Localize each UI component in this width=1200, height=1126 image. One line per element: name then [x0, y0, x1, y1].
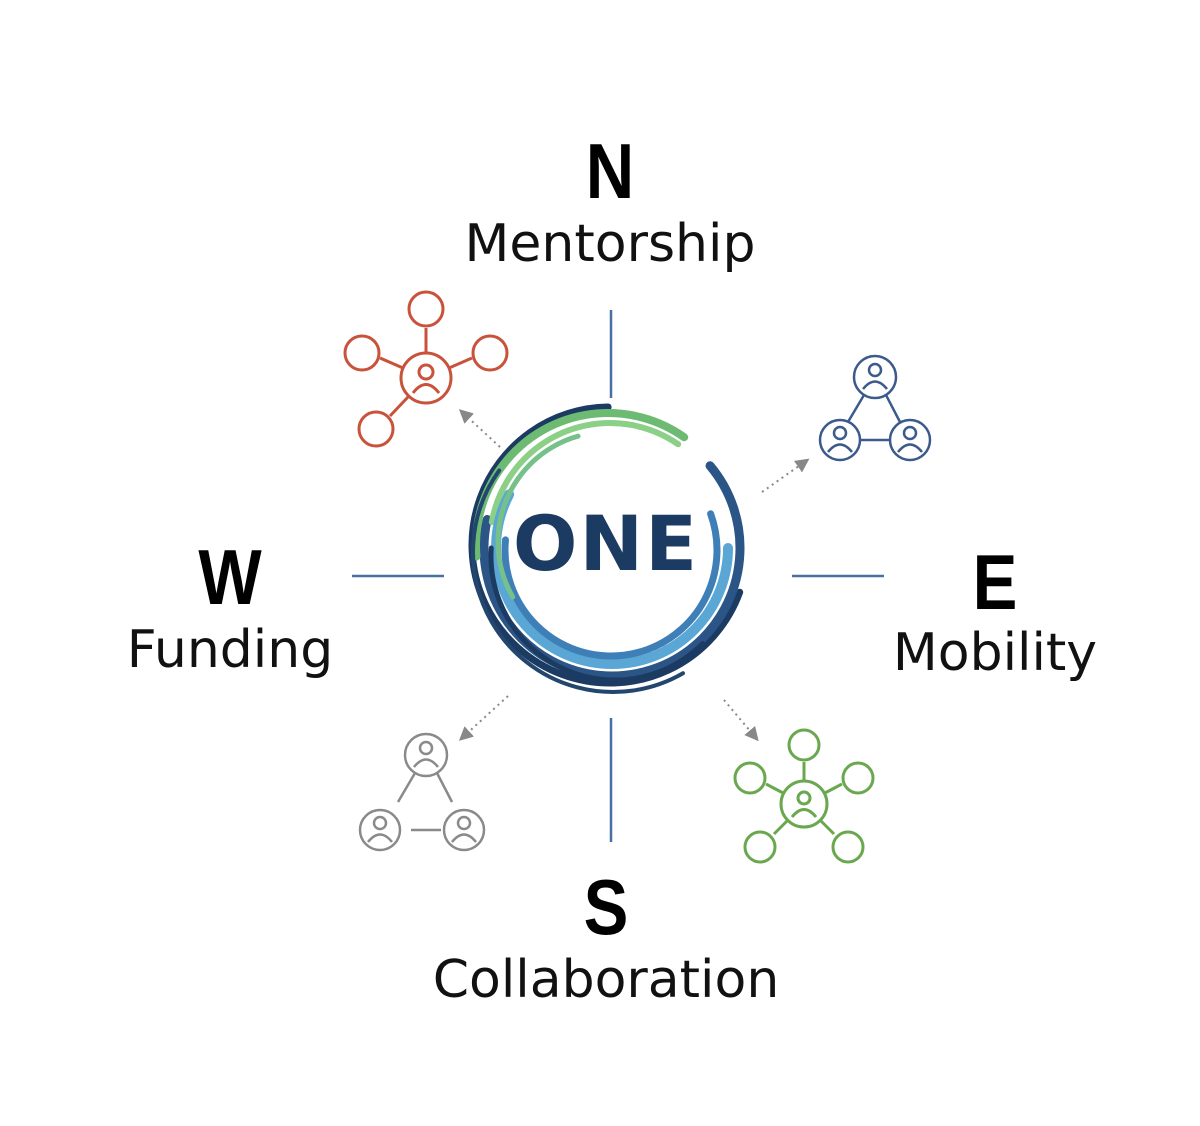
- north-label: Mentorship: [464, 214, 756, 274]
- arrow-south-west: [458, 695, 509, 741]
- west-label-group: W Funding: [70, 538, 390, 676]
- south-label: Collaboration: [432, 950, 780, 1010]
- south-label-group: S Collaboration: [356, 868, 856, 1006]
- team-triangle-icon: [358, 732, 486, 852]
- east-label: Mobility: [892, 623, 1098, 683]
- axis-lines: [352, 310, 884, 842]
- south-letter: S: [583, 863, 629, 951]
- logo-text: ONE: [513, 499, 699, 588]
- west-letter: W: [198, 533, 262, 621]
- arrows: [458, 409, 810, 742]
- arrow-north-west: [458, 409, 501, 448]
- east-label-group: E Mobility: [850, 543, 1140, 679]
- network-hub-icon: [733, 728, 875, 864]
- north-letter: N: [585, 127, 635, 215]
- team-triangle-icon: [818, 354, 932, 462]
- arrow-south-east: [723, 699, 759, 742]
- network-hub-icon: [343, 290, 509, 448]
- east-letter: E: [972, 538, 1018, 626]
- one-logo: ONE: [468, 403, 755, 694]
- north-label-group: N Mentorship: [410, 132, 810, 270]
- west-label: Funding: [126, 620, 334, 680]
- arrow-north-east: [761, 458, 810, 493]
